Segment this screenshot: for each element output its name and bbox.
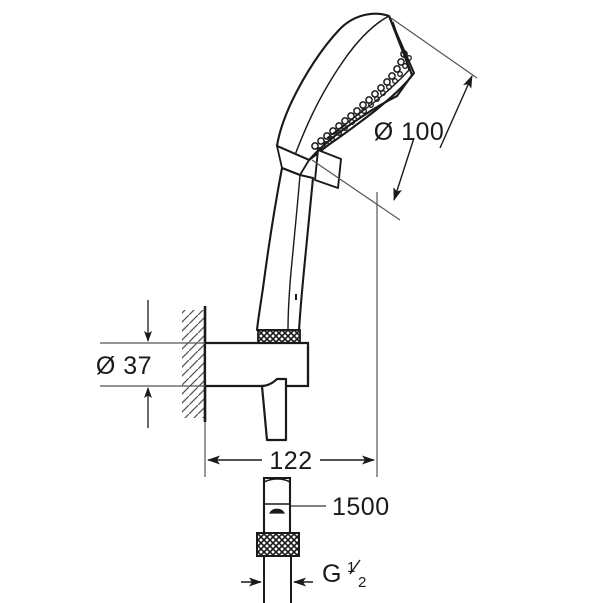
dim1500-label: 1500	[332, 493, 390, 521]
dimension-hose-length: 1500	[291, 493, 390, 521]
fitting-shaft	[262, 476, 292, 535]
thread-denominator: 2	[358, 574, 366, 591]
nozzle-ring	[311, 50, 408, 150]
fitting-top-bevel	[263, 478, 291, 483]
hose-end-fitting	[256, 476, 300, 603]
fitting-seal-mark	[268, 508, 286, 514]
dimension-projection: 122	[204, 192, 378, 477]
handle-crease	[287, 174, 301, 331]
dim100-label: Ø 100	[374, 118, 445, 146]
handle-detail-mark	[295, 294, 297, 300]
dimension-bracket-diameter: Ø 37	[96, 300, 205, 428]
dim100-arrow-upper	[439, 75, 473, 149]
spray-face-rim	[308, 15, 416, 161]
wall-section	[182, 306, 207, 422]
dim100-arrow-lower	[393, 137, 415, 201]
bracket-outlet-pipe	[260, 377, 288, 442]
dim37-label: Ø 37	[96, 352, 152, 380]
thread-letter: G	[322, 560, 342, 588]
knurled-coupling-nut	[257, 329, 301, 344]
thread-numerator: 1	[347, 559, 355, 576]
outlet-pipe-body	[260, 377, 288, 442]
nozzle-ring-secondary	[317, 55, 412, 153]
dim122-label: 122	[269, 447, 312, 475]
thread-callout: G 1 2	[241, 559, 366, 591]
dimension-head-diameter: Ø 100	[311, 17, 478, 221]
dim100-ext-top	[390, 17, 478, 79]
spray-mode-selector-tab	[314, 149, 342, 189]
dim100-ext-bottom	[311, 159, 401, 221]
head-shell-crease	[293, 15, 390, 159]
thread-fraction-bar	[349, 559, 361, 575]
wall-hatching	[182, 310, 205, 418]
shower-head	[275, 12, 416, 189]
bracket-block	[203, 341, 310, 388]
shower-handle	[255, 166, 315, 354]
shower-head-shell	[275, 12, 414, 162]
wall-bracket-body	[203, 341, 310, 388]
hose-knurled-nut	[256, 532, 300, 557]
